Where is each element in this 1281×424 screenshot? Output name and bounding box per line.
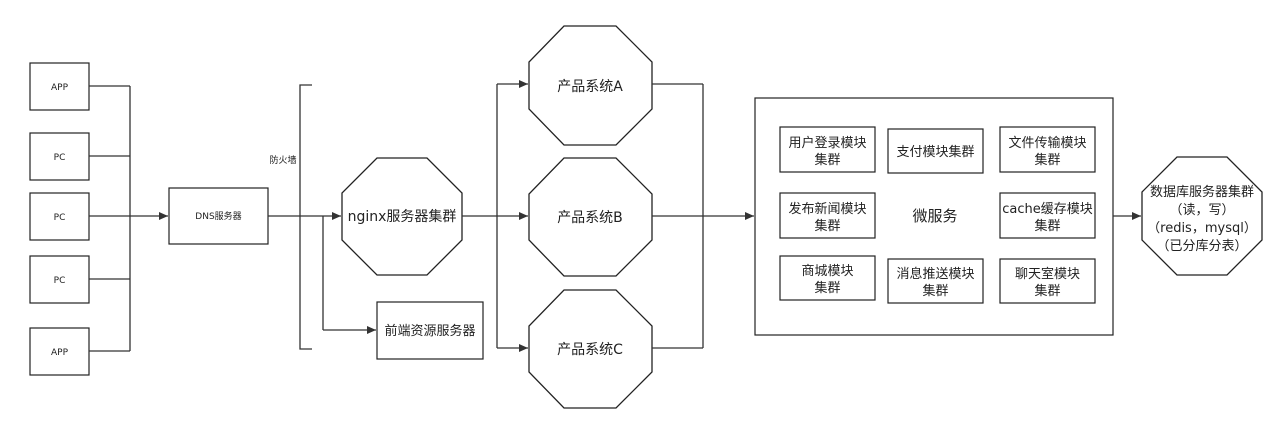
module-file-transfer-line2: 集群 xyxy=(1034,152,1060,168)
client-pc-1-label: PC xyxy=(54,153,66,163)
client-pc-2: PC xyxy=(29,192,90,241)
client-app-bottom-label: APP xyxy=(51,348,69,358)
product-system-c: 产品系统C xyxy=(528,289,653,409)
client-pc-3: PC xyxy=(29,255,90,304)
module-news-line2: 集群 xyxy=(814,218,840,234)
module-mall-line2: 集群 xyxy=(814,280,840,296)
product-system-b-label: 产品系统B xyxy=(557,210,623,226)
frontend-server-label: 前端资源服务器 xyxy=(384,323,475,339)
module-push-line2: 集群 xyxy=(922,283,948,299)
firewall-bracket xyxy=(299,84,312,350)
module-payment: 支付模块集群 xyxy=(887,128,984,174)
module-user-login: 用户登录模块 集群 xyxy=(779,126,876,173)
module-user-login-line1: 用户登录模块 xyxy=(788,135,866,151)
module-cache: cache缓存模块 集群 xyxy=(999,192,1096,239)
client-app-bottom: APP xyxy=(29,327,90,376)
dns-server: DNS服务器 xyxy=(168,187,269,245)
database-line2: （读，写） xyxy=(1169,203,1234,218)
module-file-transfer-line1: 文件传输模块 xyxy=(1008,135,1086,151)
client-pc-3-label: PC xyxy=(54,276,66,286)
nginx-to-products xyxy=(462,80,528,352)
products-to-microservices xyxy=(652,83,754,349)
module-chat: 聊天室模块 集群 xyxy=(999,258,1096,304)
client-app-top: APP xyxy=(29,62,90,111)
product-system-b: 产品系统B xyxy=(528,157,653,277)
nginx-cluster: nginx服务器集群 xyxy=(341,157,463,276)
module-user-login-line2: 集群 xyxy=(814,152,840,168)
product-system-a-label: 产品系统A xyxy=(557,79,623,95)
module-cache-line1: cache缓存模块 xyxy=(1002,202,1093,217)
module-push-line1: 消息推送模块 xyxy=(896,266,974,282)
module-news: 发布新闻模块 集群 xyxy=(779,192,876,239)
module-file-transfer: 文件传输模块 集群 xyxy=(999,126,1096,173)
module-chat-line2: 集群 xyxy=(1034,283,1060,299)
dns-server-label: DNS服务器 xyxy=(195,210,241,222)
module-payment-label: 支付模块集群 xyxy=(896,144,974,160)
product-system-a: 产品系统A xyxy=(528,25,653,146)
module-chat-line1: 聊天室模块 xyxy=(1015,266,1080,282)
module-mall-line1: 商城模块 xyxy=(801,264,853,279)
module-cache-line2: 集群 xyxy=(1034,218,1060,234)
database-line1: 数据库服务器集群 xyxy=(1150,184,1254,200)
module-push: 消息推送模块 集群 xyxy=(887,258,984,304)
client-connectors xyxy=(89,85,168,352)
module-news-line1: 发布新闻模块 xyxy=(788,201,866,217)
database-line4: （已分库分表） xyxy=(1156,238,1247,254)
client-app-top-label: APP xyxy=(51,83,69,93)
client-pc-1: PC xyxy=(29,132,90,181)
frontend-server: 前端资源服务器 xyxy=(376,301,484,360)
nginx-cluster-label: nginx服务器集群 xyxy=(348,208,457,225)
database-cluster: 数据库服务器集群 （读，写） （redis，mysql） （已分库分表） xyxy=(1141,156,1263,276)
database-line3: （redis，mysql） xyxy=(1147,221,1257,236)
firewall-label: 防火墙 xyxy=(269,154,296,166)
product-system-c-label: 产品系统C xyxy=(557,342,623,358)
microservices-title: 微服务 xyxy=(912,207,957,225)
module-mall: 商城模块 集群 xyxy=(779,255,876,301)
client-pc-2-label: PC xyxy=(54,213,66,223)
